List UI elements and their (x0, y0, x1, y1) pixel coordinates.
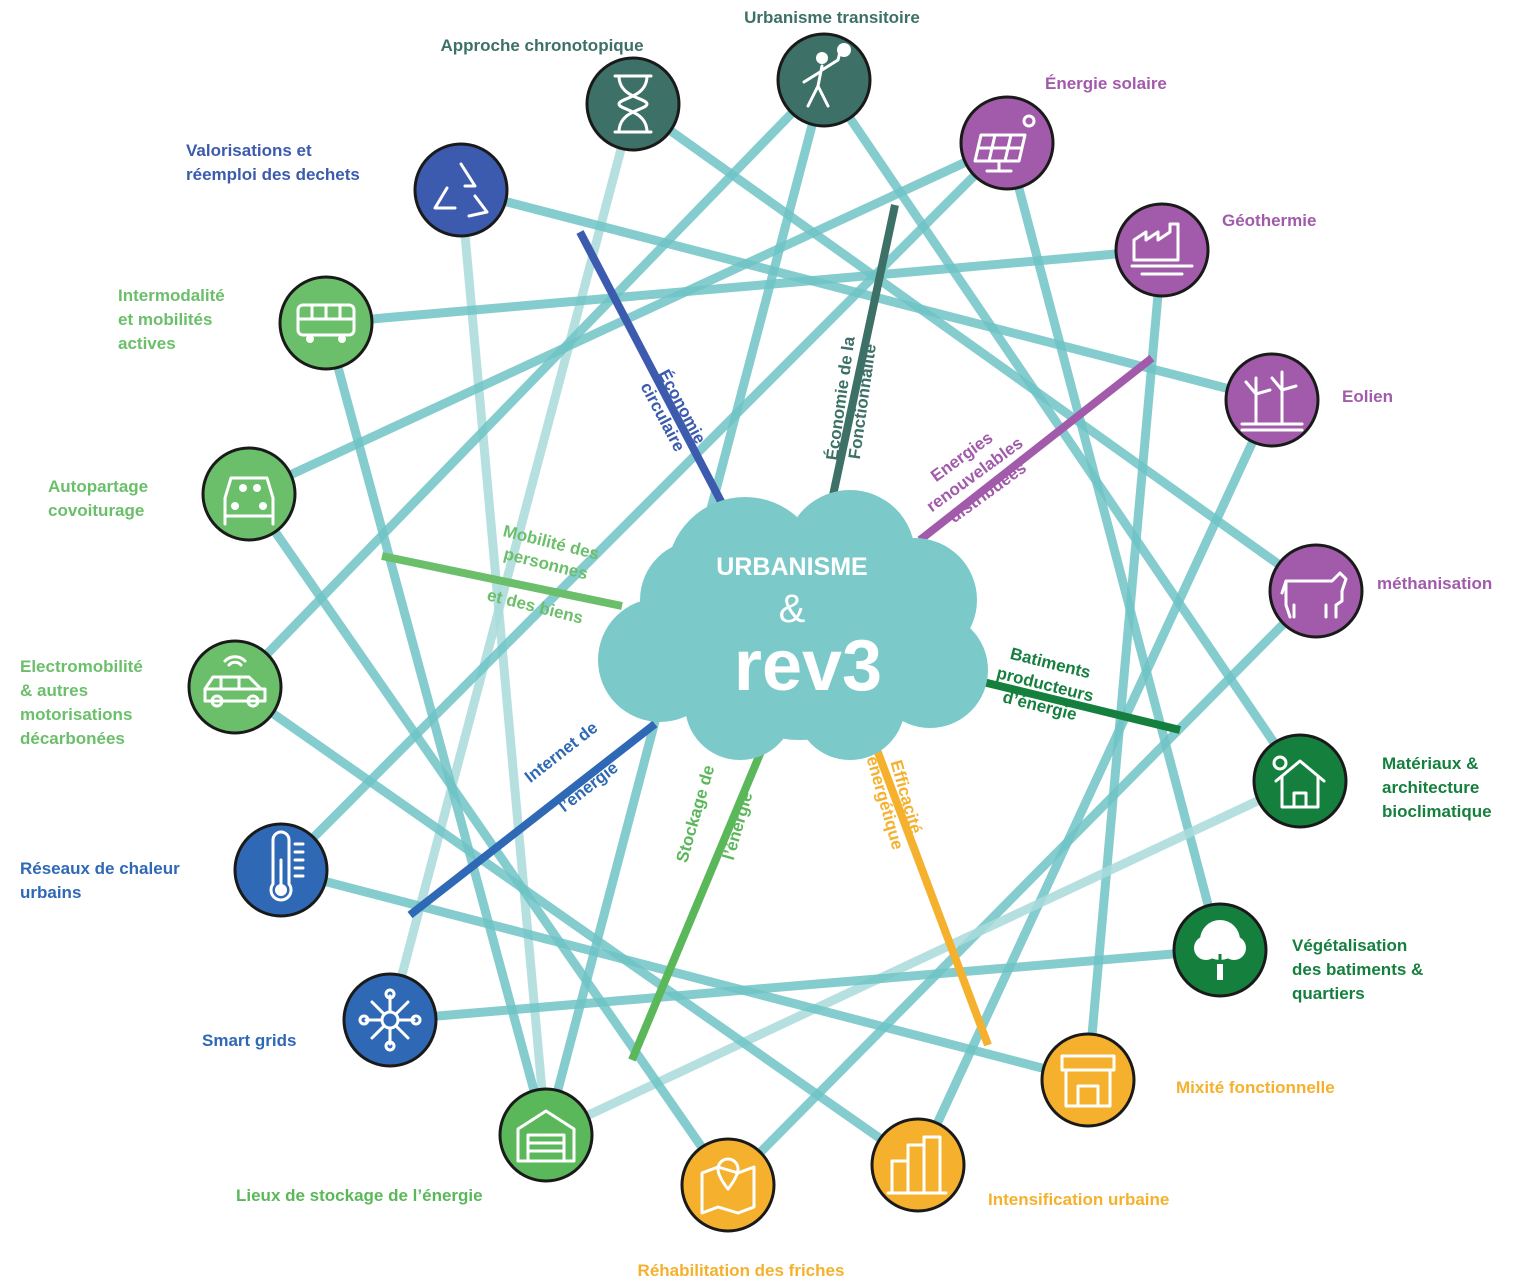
node-smart-grids (342, 972, 438, 1068)
node-label-mixite: Mixité fonctionnelle (1176, 1078, 1335, 1097)
connector-line-approche-chronotopique-methanisation (630, 100, 1319, 595)
node-electromobilite (187, 639, 283, 735)
node-valorisations-dechets (413, 142, 509, 238)
node-label-eolien: Eolien (1342, 387, 1394, 406)
connector-lines (231, 76, 1320, 1189)
node-approche-chronotopique (585, 56, 681, 152)
center-title-rev3: rev3 (734, 626, 882, 706)
connector-line-electromobilite-intensification (232, 683, 921, 1169)
spoke-economie-fonctionnalite (828, 204, 899, 501)
center-cloud: URBANISME & rev3 (598, 490, 988, 760)
connector-line-materiaux-lieux-stockage (544, 776, 1302, 1140)
solar-panel-icon (973, 114, 1036, 173)
connector-line-geothermie-mixite (1083, 249, 1167, 1081)
connector-line-geothermie-intermodalite (325, 245, 1163, 328)
node-circle (1224, 352, 1320, 448)
connector-line-autopartage-rehabilitation (245, 491, 732, 1188)
map-pin-icon (700, 1157, 756, 1215)
connector-line-energie-solaire-vegetalisation (1002, 141, 1225, 952)
node-circle (1252, 733, 1348, 829)
spoke-stockage (628, 740, 769, 1062)
node-circle (776, 32, 872, 128)
node-label-methanisation: méthanisation (1377, 574, 1493, 593)
shop-front-icon (1060, 1054, 1116, 1108)
thermometer-icon (269, 830, 305, 902)
node-label-reseaux-chaleur: Réseaux de chaleur urbains (20, 859, 180, 902)
car-front-icon (223, 476, 275, 526)
connector-line-intermodalite-lieux-stockage (321, 321, 551, 1137)
node-circle (585, 56, 681, 152)
node-energie-solaire (959, 95, 1055, 191)
center-title-ampersand: & (779, 587, 806, 631)
node-label-smart-grids: Smart grids (202, 1031, 297, 1050)
connector-line-smart-grids-vegetalisation (389, 945, 1221, 1025)
bus-icon (296, 303, 356, 343)
node-urbanisme-transitoire (776, 32, 872, 128)
center-title-urbanisme: URBANISME (716, 553, 867, 581)
spoke-internet-energie (407, 720, 658, 919)
node-label-valorisations-dechets: Valorisations et réemploi des dechets (186, 141, 360, 184)
node-label-intermodalite: Intermodalité et mobilités actives (118, 286, 225, 353)
node-circle (680, 1137, 776, 1233)
node-circle (201, 446, 297, 542)
node-autopartage (201, 446, 297, 542)
connector-line-electromobilite-urbanisme-transitoire (231, 76, 828, 691)
node-vegetalisation (1172, 902, 1268, 998)
electric-car-icon (203, 655, 267, 708)
hourglass-icon (613, 74, 653, 134)
geothermal-plant-icon (1130, 222, 1194, 276)
node-label-energie-solaire: Énergie solaire (1045, 74, 1167, 93)
tree-icon (1194, 920, 1246, 980)
house-sun-icon (1272, 755, 1326, 809)
node-circle (1114, 202, 1210, 298)
connector-line-reseaux-chaleur-mixite (279, 865, 1090, 1085)
node-label-rehabilitation: Réhabilitation des friches (637, 1261, 845, 1280)
node-circle (413, 142, 509, 238)
node-label-autopartage: Autopartage covoiturage (48, 477, 149, 520)
warehouse-icon (516, 1109, 576, 1163)
node-label-materiaux: Matériaux & architecture bioclimatique (1382, 754, 1492, 821)
node-geothermie (1114, 202, 1210, 298)
node-circle (187, 639, 283, 735)
node-intermodalite (278, 275, 374, 371)
node-circle (342, 972, 438, 1068)
node-label-approche-chronotopique: Approche chronotopique (440, 36, 644, 55)
node-circle (959, 95, 1055, 191)
city-buildings-icon (886, 1135, 948, 1195)
node-label-vegetalisation: Végétalisation des batiments & quartiers (1292, 936, 1424, 1003)
node-label-electromobilite: Electromobilité & autres motorisations d… (20, 657, 143, 748)
node-rehabilitation (680, 1137, 776, 1233)
spoke-economie-circulaire (576, 230, 741, 534)
node-label-intensification: Intensification urbaine (988, 1190, 1170, 1209)
recycle-icon (433, 162, 489, 218)
node-circle (1040, 1032, 1136, 1128)
connector-line-valorisations-dechets-lieux-stockage (456, 189, 551, 1136)
category-spokes (381, 204, 1181, 1062)
network-hub-icon (358, 988, 422, 1052)
node-lieux-stockage (498, 1087, 594, 1183)
node-label-geothermie: Géothermie (1222, 211, 1317, 230)
node-circle (278, 275, 374, 371)
node-methanisation (1268, 543, 1364, 639)
wind-turbine-icon (1240, 370, 1304, 432)
spoke-energies-renouvelables (917, 354, 1155, 544)
spoke-mobilite (381, 552, 623, 610)
node-label-lieux-stockage: Lieux de stockage de l’énergie (236, 1186, 483, 1205)
node-materiaux (1252, 733, 1348, 829)
spoke-efficacite (858, 708, 992, 1047)
node-label-urbanisme-transitoire: Urbanisme transitoire (744, 8, 920, 27)
walking-person-icon (802, 43, 851, 108)
node-intensification (870, 1117, 966, 1213)
connector-line-methanisation-rehabilitation (724, 587, 1320, 1189)
node-circle (870, 1117, 966, 1213)
node-eolien (1224, 352, 1320, 448)
cow-icon (1280, 571, 1348, 619)
node-reseaux-chaleur (233, 822, 329, 918)
node-mixite (1040, 1032, 1136, 1128)
connector-line-eolien-intensification (913, 398, 1277, 1167)
